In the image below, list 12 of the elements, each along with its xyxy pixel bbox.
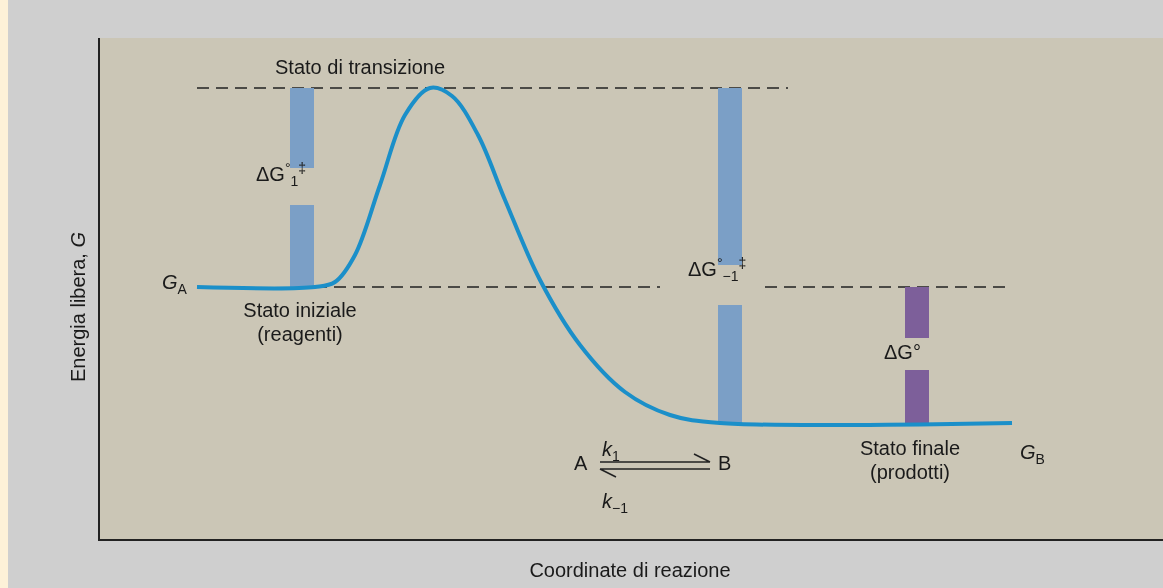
label: k$_{−1}$ (602, 489, 628, 517)
label: ΔG° (884, 340, 921, 364)
label: G$_{A}$ (162, 270, 187, 298)
label: Stato di transizione (275, 55, 446, 79)
label: Stato finale (prodotti) (858, 436, 962, 484)
label: k$_{1}$ (602, 437, 620, 465)
axis-title: Energia libera, G (66, 230, 90, 385)
label: B (718, 451, 732, 475)
label: A (574, 451, 588, 475)
label: G$_{B}$ (1020, 440, 1045, 468)
axis-title: Coordinate di reazione (528, 558, 732, 582)
label: Stato iniziale (reagenti) (242, 298, 358, 346)
